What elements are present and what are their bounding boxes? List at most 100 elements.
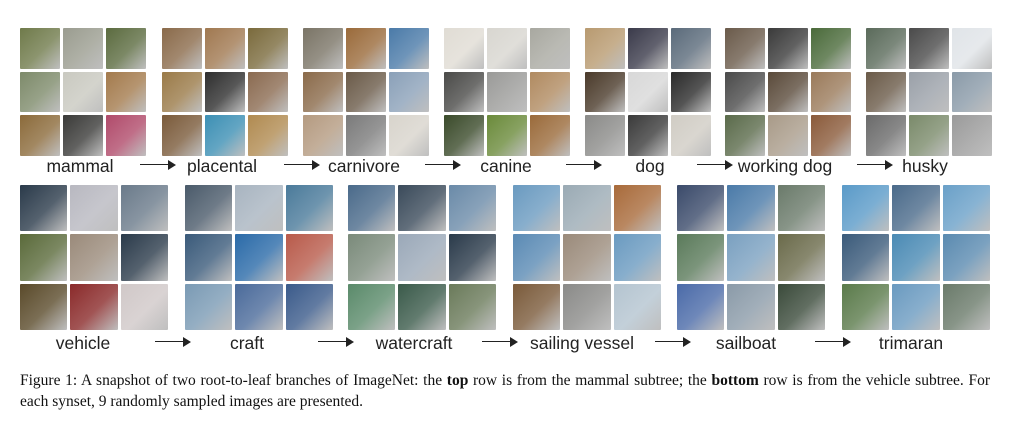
thumbnail-image <box>777 234 825 281</box>
thumbnail-image <box>303 28 343 69</box>
thumbnail-image <box>185 283 233 330</box>
thumbnail-image <box>909 28 949 69</box>
image-grid-sailing-vessel <box>513 185 661 330</box>
thumbnail-image <box>63 71 103 113</box>
thumbnail-image <box>487 71 527 113</box>
thumbnail-image <box>487 28 527 69</box>
thumbnail-image <box>909 71 949 113</box>
thumbnail-image <box>727 185 775 232</box>
thumbnail-image <box>727 234 775 281</box>
thumbnail-image <box>448 283 496 330</box>
thumbnail-image <box>909 115 949 156</box>
image-grid-craft <box>185 185 333 330</box>
arrow-right-icon <box>318 337 354 347</box>
thumbnail-image <box>285 234 333 281</box>
image-grid-carnivore <box>303 28 429 156</box>
caption-middle: row is from the mammal subtree; the <box>468 372 712 389</box>
thumbnail-image <box>727 283 775 330</box>
thumbnail-image <box>671 28 711 69</box>
thumbnail-image <box>348 234 396 281</box>
thumbnail-image <box>563 283 611 330</box>
thumbnail-image <box>248 28 288 69</box>
thumbnail-image <box>892 283 940 330</box>
thumbnail-image <box>303 71 343 113</box>
thumbnail-image <box>942 283 990 330</box>
thumbnail-image <box>725 71 765 113</box>
thumbnail-image <box>120 185 168 232</box>
thumbnail-image <box>448 185 496 232</box>
arrow-right-icon <box>284 160 320 170</box>
thumbnail-image <box>942 234 990 281</box>
thumbnail-image <box>677 283 725 330</box>
thumbnail-image <box>513 234 561 281</box>
thumbnail-image <box>20 28 60 69</box>
thumbnail-image <box>513 283 561 330</box>
image-grid-vehicle <box>20 185 168 330</box>
thumbnail-image <box>811 28 851 69</box>
thumbnail-image <box>777 283 825 330</box>
thumbnail-image <box>389 71 429 113</box>
image-grid-sailboat <box>677 185 825 330</box>
image-grid-dog <box>585 28 711 156</box>
synset-label-sailboat: sailboat <box>715 333 777 353</box>
thumbnail-image <box>398 185 446 232</box>
thumbnail-image <box>842 283 890 330</box>
thumbnail-image <box>530 28 570 69</box>
thumbnail-image <box>811 71 851 113</box>
synset-label-carnivore: carnivore <box>328 156 400 176</box>
synset-label-working-dog: working dog <box>737 156 833 176</box>
thumbnail-image <box>389 28 429 69</box>
thumbnail-image <box>585 115 625 156</box>
thumbnail-image <box>613 185 661 232</box>
thumbnail-image <box>70 283 118 330</box>
thumbnail-image <box>725 28 765 69</box>
thumbnail-image <box>235 185 283 232</box>
thumbnail-image <box>671 71 711 113</box>
thumbnail-image <box>70 185 118 232</box>
thumbnail-image <box>185 234 233 281</box>
thumbnail-image <box>530 71 570 113</box>
thumbnail-image <box>346 115 386 156</box>
thumbnail-image <box>70 234 118 281</box>
thumbnail-image <box>348 283 396 330</box>
thumbnail-image <box>106 28 146 69</box>
image-grid-watercraft <box>348 185 496 330</box>
thumbnail-image <box>235 283 283 330</box>
thumbnail-image <box>777 185 825 232</box>
thumbnail-image <box>444 115 484 156</box>
thumbnail-image <box>513 185 561 232</box>
thumbnail-image <box>628 28 668 69</box>
thumbnail-image <box>185 185 233 232</box>
thumbnail-image <box>63 28 103 69</box>
thumbnail-image <box>162 28 202 69</box>
thumbnail-image <box>398 234 446 281</box>
synset-label-husky: husky <box>902 156 948 176</box>
thumbnail-image <box>530 115 570 156</box>
arrow-right-icon <box>482 337 518 347</box>
thumbnail-image <box>811 115 851 156</box>
synset-label-mammal: mammal <box>46 156 114 176</box>
thumbnail-image <box>628 71 668 113</box>
thumbnail-image <box>346 71 386 113</box>
thumbnail-image <box>448 234 496 281</box>
thumbnail-image <box>20 185 68 232</box>
thumbnail-image <box>892 185 940 232</box>
arrow-right-icon <box>140 160 176 170</box>
thumbnail-image <box>487 115 527 156</box>
thumbnail-image <box>205 28 245 69</box>
thumbnail-image <box>677 234 725 281</box>
thumbnail-image <box>205 115 245 156</box>
synset-label-sailing-vessel: sailing vessel <box>529 333 635 353</box>
thumbnail-image <box>348 185 396 232</box>
thumbnail-image <box>942 185 990 232</box>
synset-label-canine: canine <box>480 156 532 176</box>
thumbnail-image <box>205 71 245 113</box>
thumbnail-image <box>952 28 992 69</box>
thumbnail-image <box>20 234 68 281</box>
thumbnail-image <box>120 234 168 281</box>
thumbnail-image <box>613 234 661 281</box>
thumbnail-image <box>563 185 611 232</box>
thumbnail-image <box>671 115 711 156</box>
synset-label-dog: dog <box>635 156 665 176</box>
